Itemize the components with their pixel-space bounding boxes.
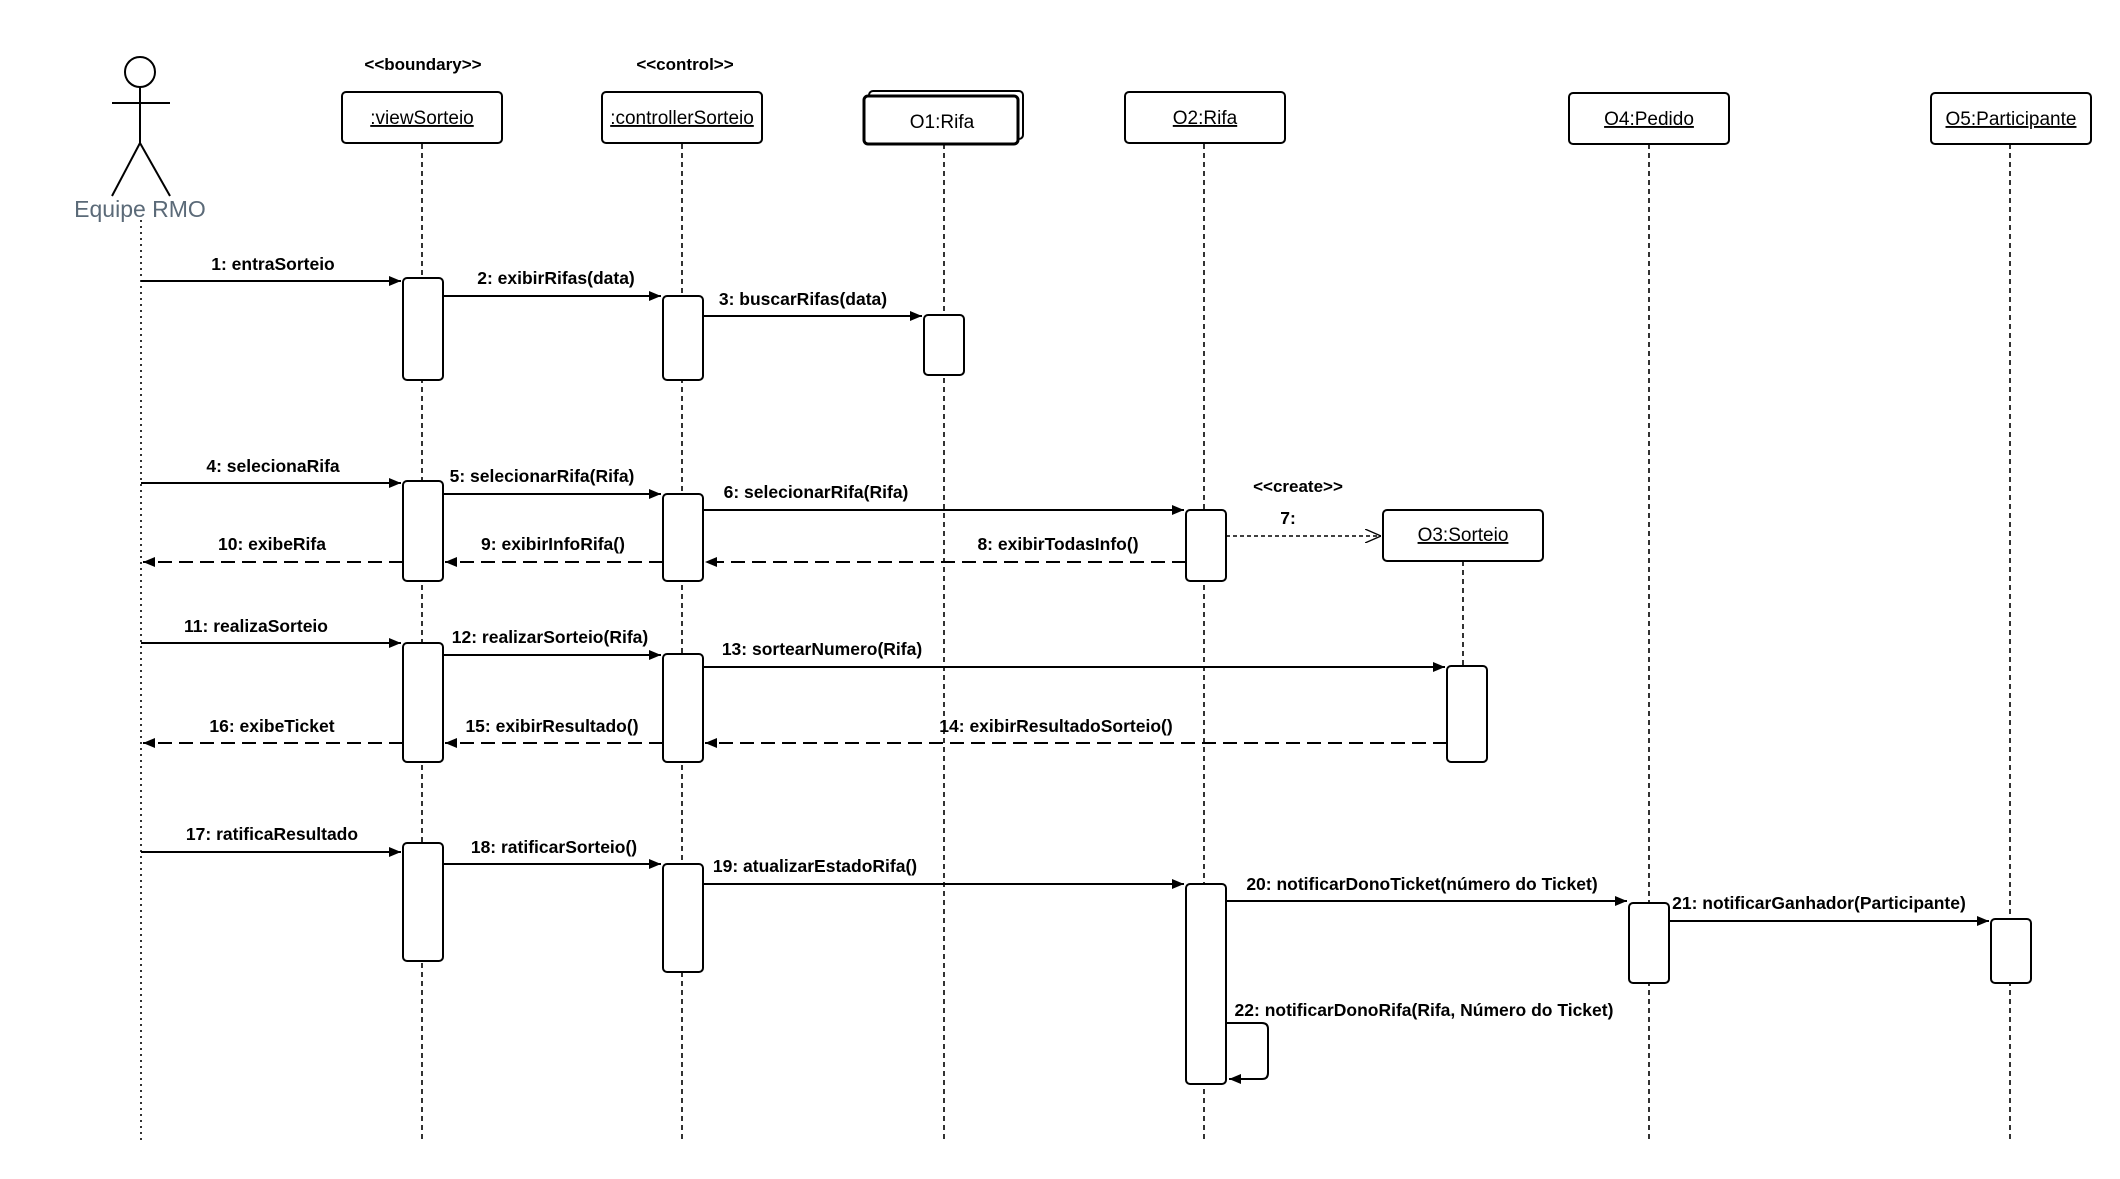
activation-bar <box>1446 665 1488 763</box>
activation-bar <box>662 653 704 763</box>
message-label-14: 14: exibirResultadoSorteio() <box>939 716 1172 736</box>
stick-figure-actor-icon <box>111 56 171 197</box>
activation-bars <box>402 277 2032 1085</box>
activation-bar <box>1185 883 1227 1085</box>
view-stereotype: <<boundary>> <box>364 55 481 74</box>
activation-bar <box>923 314 965 376</box>
activation-bar <box>402 842 444 962</box>
activation-bar <box>1990 918 2032 984</box>
message-label-22: 22: notificarDonoRifa(Rifa, Número do Ti… <box>1235 1000 1614 1020</box>
message-label-1: 1: entraSorteio <box>211 254 335 274</box>
lifeline-heads: :viewSorteio :controllerSorteio O1:Rifa … <box>341 90 2092 562</box>
activation-bar <box>662 295 704 381</box>
message-label-12: 12: realizarSorteio(Rifa) <box>452 627 648 647</box>
message-label-21: 21: notificarGanhador(Participante) <box>1672 893 1966 913</box>
o4-head[interactable]: O4:Pedido <box>1568 92 1730 145</box>
message-label-17: 17: ratificaResultado <box>186 824 358 844</box>
actor <box>111 56 171 197</box>
message-label-6: 6: selecionarRifa(Rifa) <box>724 482 909 502</box>
o2-head-label: O2:Rifa <box>1173 108 1238 129</box>
view-head-label: :viewSorteio <box>370 108 474 129</box>
message-label-9: 9: exibirInfoRifa() <box>481 534 625 554</box>
message-label-3: 3: buscarRifas(data) <box>719 289 887 309</box>
view-head[interactable]: :viewSorteio <box>341 91 503 144</box>
message-arrow-22 <box>1226 1022 1269 1084</box>
activation-bar <box>402 642 444 763</box>
o3-stereotype: <<create>> <box>1253 477 1343 496</box>
activation-bar <box>1628 902 1670 984</box>
ctrl-head-label: :controllerSorteio <box>610 108 754 129</box>
message-label-11: 11: realizaSorteio <box>184 616 328 636</box>
o5-head[interactable]: O5:Participante <box>1930 92 2092 145</box>
message-label-2: 2: exibirRifas(data) <box>477 268 635 288</box>
message-arrows <box>141 276 1989 1084</box>
o4-head-label: O4:Pedido <box>1604 109 1694 130</box>
activation-bar <box>662 493 704 582</box>
actor-label: Equipe RMO <box>74 196 206 222</box>
message-label-5: 5: selecionarRifa(Rifa) <box>450 466 635 486</box>
o2-head[interactable]: O2:Rifa <box>1124 91 1286 144</box>
ctrl-stereotype: <<control>> <box>636 55 733 74</box>
message-label-8: 8: exibirTodasInfo() <box>977 534 1138 554</box>
message-label-7: 7: <box>1280 508 1296 528</box>
message-label-18: 18: ratificarSorteio() <box>471 837 637 857</box>
o5-head-label: O5:Participante <box>1946 109 2077 130</box>
o3-head[interactable]: O3:Sorteio <box>1382 509 1544 562</box>
o1-head-label: O1:Rifa <box>910 112 975 133</box>
message-label-19: 19: atualizarEstadoRifa() <box>713 856 917 876</box>
message-label-4: 4: selecionaRifa <box>206 456 340 476</box>
o1-head[interactable]: O1:Rifa <box>862 90 1024 146</box>
message-label-20: 20: notificarDonoTicket(número do Ticket… <box>1246 874 1597 894</box>
message-label-13: 13: sortearNumero(Rifa) <box>722 639 922 659</box>
message-label-10: 10: exibeRifa <box>218 534 326 554</box>
activation-bar <box>402 480 444 582</box>
activation-bar <box>402 277 444 381</box>
activation-bar <box>662 863 704 973</box>
message-labels: 1: entraSorteio 2: exibirRifas(data) 3: … <box>184 254 1966 1020</box>
message-label-16: 16: exibeTicket <box>209 716 334 736</box>
message-label-15: 15: exibirResultado() <box>465 716 638 736</box>
o3-head-label: O3:Sorteio <box>1418 525 1509 546</box>
activation-bar <box>1185 509 1227 582</box>
ctrl-head[interactable]: :controllerSorteio <box>601 91 763 144</box>
